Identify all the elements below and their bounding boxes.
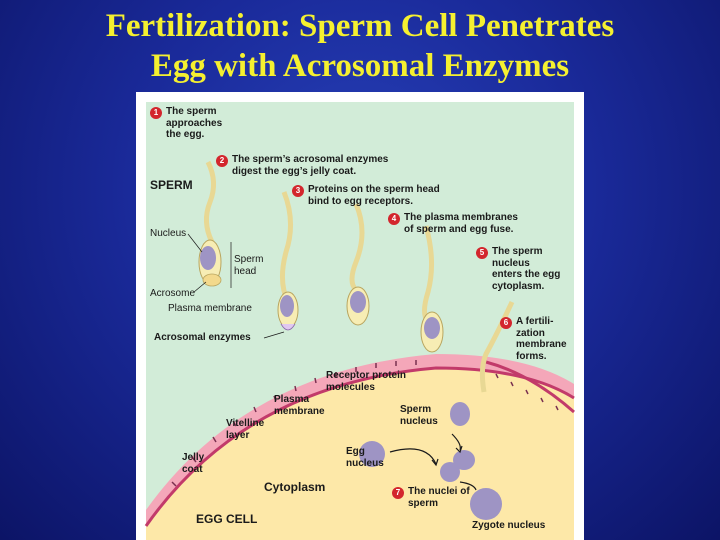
step-3-text: Proteins on the sperm head bind to egg r… — [308, 184, 440, 207]
sperm-label: SPERM — [150, 180, 193, 192]
step-5-text: The sperm nucleus enters the egg cytopla… — [492, 246, 560, 292]
egg-nucleus-label: Egg nucleus — [346, 446, 384, 469]
step-2-badge: 2 — [216, 155, 228, 167]
slide-title-line-2: Egg with Acrosomal Enzymes — [0, 46, 720, 86]
step-7-badge: 7 — [392, 487, 404, 499]
step-2-text: The sperm’s acrosomal enzymes digest the… — [232, 154, 388, 177]
acrosomal-enzymes-label: Acrosomal enzymes — [154, 332, 251, 344]
sperm-nucleus-shape — [200, 246, 216, 270]
slide-title: Fertilization: Sperm Cell Penetrates Egg… — [0, 6, 720, 86]
sperm-plasma-membrane-label: Plasma membrane — [168, 303, 252, 315]
sperm-nucleus-in-egg — [450, 402, 470, 426]
slide-title-line-1: Fertilization: Sperm Cell Penetrates — [0, 6, 720, 46]
step-6-badge: 6 — [500, 317, 512, 329]
fusing-nucleus-2 — [440, 462, 460, 482]
fertilization-diagram: 1 The sperm approaches the egg. 2 The sp… — [136, 92, 584, 540]
step-4-badge: 4 — [388, 213, 400, 225]
step-1-text: The sperm approaches the egg. — [166, 106, 222, 141]
jelly-coat-label: Jelly coat — [182, 452, 204, 475]
sperm-nucleus-label: Sperm nucleus — [400, 404, 438, 427]
zygote-nucleus-label: Zygote nucleus — [472, 520, 545, 532]
step-5-badge: 5 — [476, 247, 488, 259]
cytoplasm-label: Cytoplasm — [264, 482, 325, 494]
receptor-protein-label: Receptor protein molecules — [326, 370, 406, 393]
step-3-badge: 3 — [292, 185, 304, 197]
egg-cell-label: EGG CELL — [196, 514, 257, 526]
acrosome-label: Acrosome — [150, 288, 195, 300]
step-6-text: A fertili- zation membrane forms. — [516, 316, 567, 362]
sperm-head-label: Sperm head — [234, 254, 263, 277]
vitelline-layer-label: Vitelline layer — [226, 418, 264, 441]
step-1-badge: 1 — [150, 107, 162, 119]
step-4-text: The plasma membranes of sperm and egg fu… — [404, 212, 518, 235]
acrosome-shape — [203, 274, 221, 286]
plasma-membrane-label: Plasma membrane — [274, 394, 325, 417]
step-7-text: The nuclei of sperm — [408, 486, 470, 509]
nucleus-label: Nucleus — [150, 228, 186, 240]
zygote-nucleus-shape — [470, 488, 502, 520]
